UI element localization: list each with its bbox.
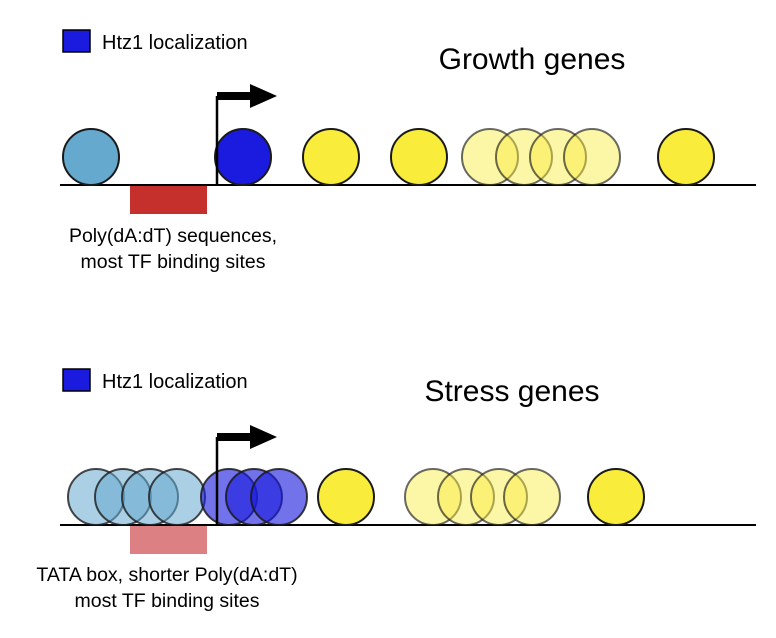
nucleosome-yellow [587, 468, 645, 526]
growth-genes-panel: Htz1 localization Growth genes [60, 29, 756, 273]
nucleosome-htz1-faded [250, 468, 308, 526]
growth-caption-line1: Poly(dA:dT) sequences, [69, 225, 277, 247]
nucleosome-yellow-faded [437, 468, 495, 526]
stress-panel-title: Stress genes [424, 375, 599, 408]
htz1-legend-swatch [62, 29, 91, 53]
nucleosome-yellow [657, 128, 715, 186]
stress-caption-line1: TATA box, shorter Poly(dA:dT) [36, 564, 297, 586]
nucleosome-yellow-faded [461, 128, 519, 186]
nucleosome-yellow-faded [529, 128, 587, 186]
tss-arrow [215, 84, 277, 184]
stress-genes-panel: Htz1 localization Stress genes [36, 368, 756, 612]
poly-da-dt-box [130, 186, 207, 214]
growth-caption-line2: most TF binding sites [81, 251, 266, 273]
tss-arrow [215, 425, 277, 524]
nucleosome-yellow-faded [404, 468, 462, 526]
htz1-legend-label: Htz1 localization [102, 32, 248, 54]
tata-box [130, 526, 207, 554]
nucleosome-yellow-faded [563, 128, 621, 186]
htz1-legend-swatch [62, 368, 91, 392]
stress-caption-line2: most TF binding sites [75, 590, 260, 612]
nucleosome-light-blue [62, 128, 120, 186]
nucleosome-yellow [302, 128, 360, 186]
growth-panel-title: Growth genes [439, 43, 626, 76]
nucleosome-yellow [390, 128, 448, 186]
nucleosome-htz1 [214, 128, 272, 186]
nucleosome-yellow-faded [495, 128, 553, 186]
htz1-legend-label: Htz1 localization [102, 371, 248, 393]
nucleosome-light-blue-faded [148, 468, 206, 526]
nucleosome-yellow-faded [470, 468, 528, 526]
nucleosome-yellow-faded [503, 468, 561, 526]
nucleosome-yellow [317, 468, 375, 526]
